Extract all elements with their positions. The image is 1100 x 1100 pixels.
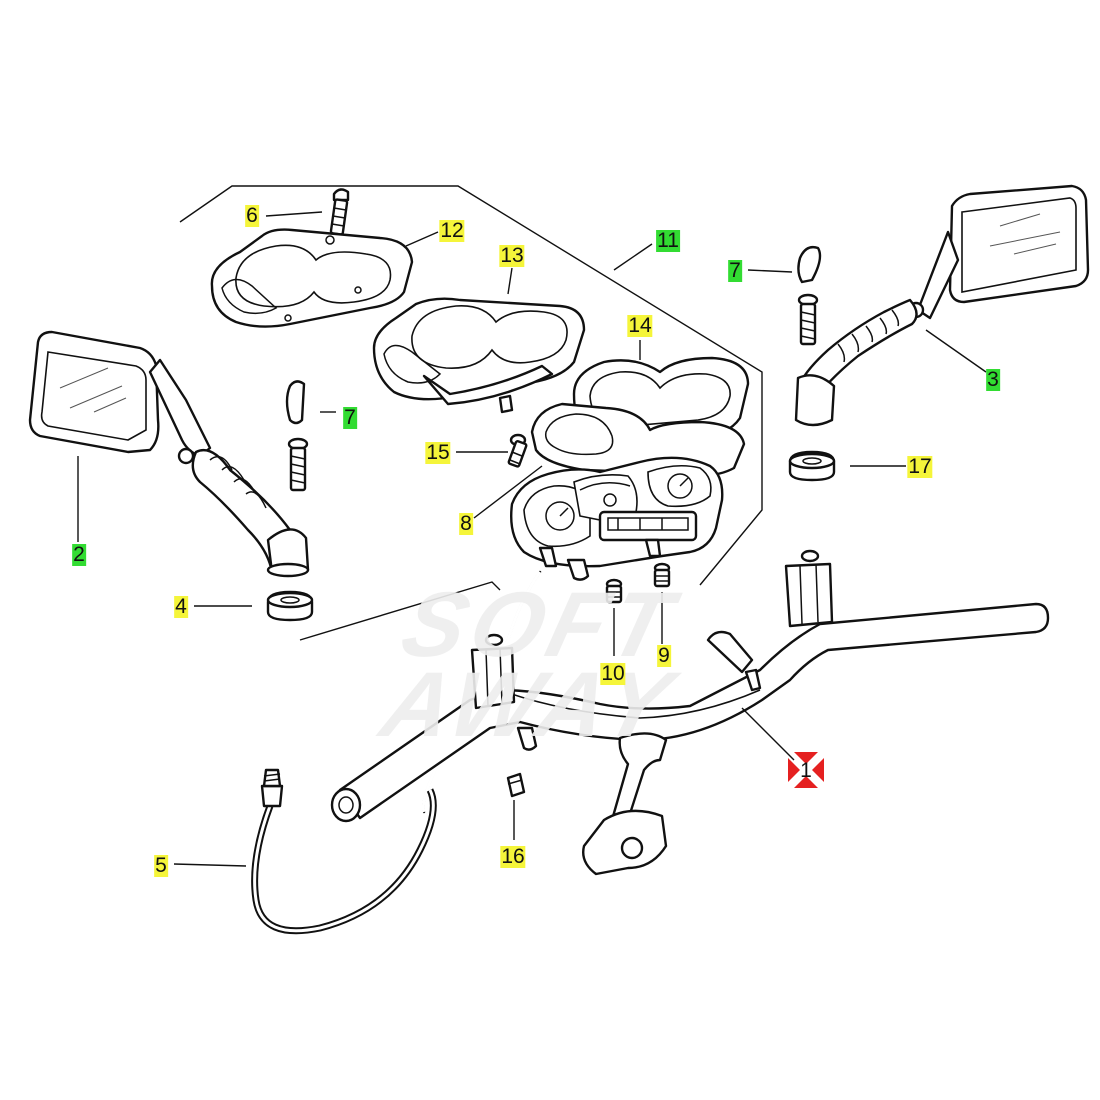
right-washer: [788, 450, 836, 482]
callout-6: 6: [245, 204, 259, 227]
callout-9: 9: [657, 644, 671, 667]
bulb-socket-10: [605, 578, 623, 604]
cover-12: [210, 228, 414, 328]
watermark-line-2: AWAY: [372, 654, 686, 756]
watermark-line-1: SOFT: [392, 574, 688, 676]
bulb-socket-9: [653, 562, 671, 588]
callout-7-left: 7: [343, 406, 357, 429]
cable-5: [251, 768, 437, 935]
instrument-cluster: [510, 456, 724, 581]
callout-7-right: 7: [728, 259, 742, 282]
bolt-6: [329, 188, 350, 236]
callout-17: 17: [907, 455, 933, 478]
callout-4: 4: [174, 595, 188, 618]
callout-1: 1: [800, 759, 812, 782]
callout-13: 13: [499, 244, 525, 267]
group-11-frame: [179, 185, 763, 586]
callout-11: 11: [656, 229, 680, 252]
leader-lines: [77, 211, 987, 867]
callout-5: 5: [154, 854, 168, 877]
callout-15: 15: [425, 441, 451, 464]
callout-2: 2: [72, 543, 86, 566]
callout-10: 10: [600, 662, 626, 685]
red-target-marker: [788, 752, 824, 788]
callout-12: 12: [439, 219, 465, 242]
left-washer: [266, 590, 314, 622]
callout-3: 3: [986, 368, 1000, 391]
right-cap-and-bolt: [797, 245, 822, 346]
left-mirror: [28, 330, 310, 578]
callout-8: 8: [459, 512, 473, 535]
right-mirror: [794, 184, 1090, 427]
left-cap-and-bolt: [285, 380, 309, 492]
group-frame-lower: [299, 581, 501, 641]
lens-13: [372, 297, 586, 414]
screw-15: [507, 433, 528, 468]
callout-14: 14: [627, 314, 653, 337]
handlebar: [330, 549, 1050, 876]
nut-16: [506, 772, 526, 798]
callout-16: 16: [500, 845, 526, 868]
